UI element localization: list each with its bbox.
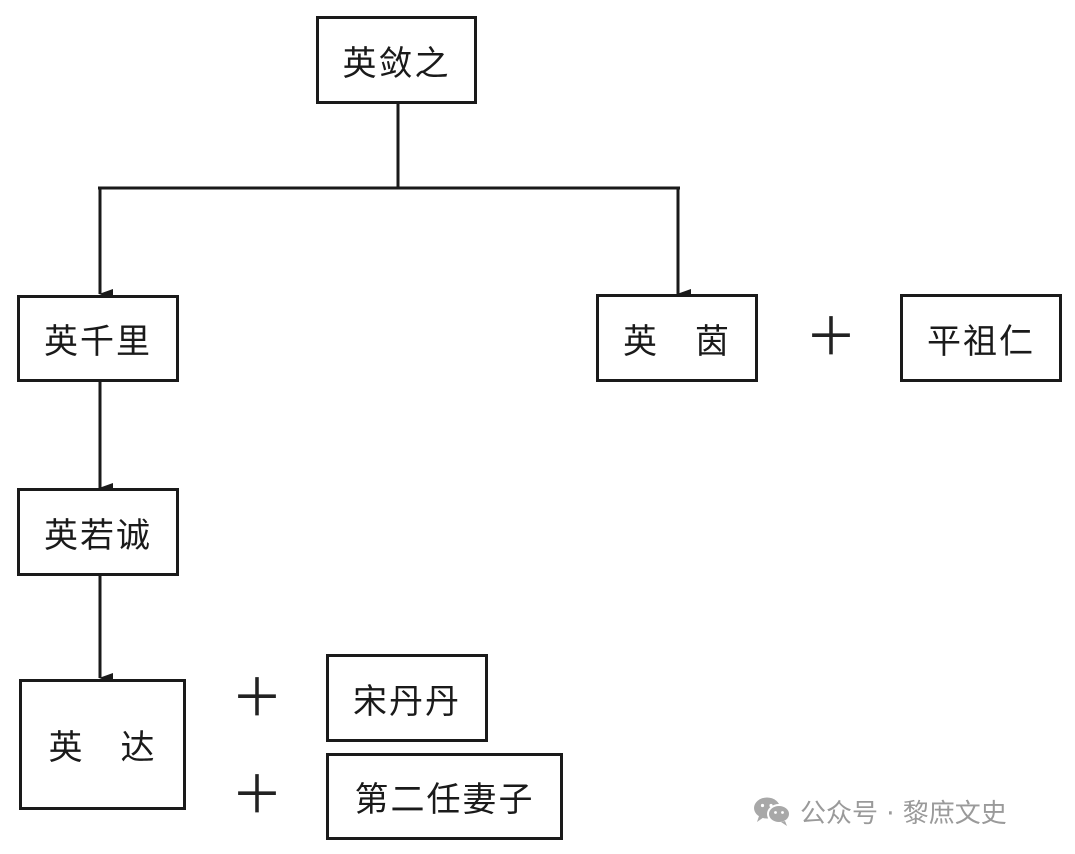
node-daughter-label: 英 茵 [623,321,731,362]
node-spouse-2: 第二任妻子 [326,753,563,840]
wechat-icon [754,797,791,826]
node-daughter-spouse: 平祖仁 [900,294,1062,382]
node-root-label: 英敛之 [342,43,451,84]
node-grandson: 英若诚 [17,488,179,576]
node-great-grandson-label: 英 达 [48,728,157,768]
plus-sign-daughter-spouse: ＋ [805,308,858,368]
node-root: 英敛之 [316,16,477,104]
node-son-label: 英千里 [44,322,152,362]
plus-sign-spouse-2: ＋ [231,766,284,826]
node-daughter-spouse-label: 平祖仁 [927,321,1035,362]
plus-sign-spouse-1: ＋ [231,669,284,729]
node-spouse-2-label: 第二任妻子 [354,780,535,820]
node-great-grandson: 英 达 [19,679,186,810]
node-son: 英千里 [17,295,179,382]
node-daughter: 英 茵 [596,294,758,382]
node-grandson-label: 英若诚 [44,515,152,556]
node-spouse-1-label: 宋丹丹 [353,681,461,722]
watermark: 公众号 · 黎庶文史 [752,793,1007,829]
watermark-text: 公众号 · 黎庶文史 [800,798,1007,829]
node-spouse-1: 宋丹丹 [326,654,488,742]
